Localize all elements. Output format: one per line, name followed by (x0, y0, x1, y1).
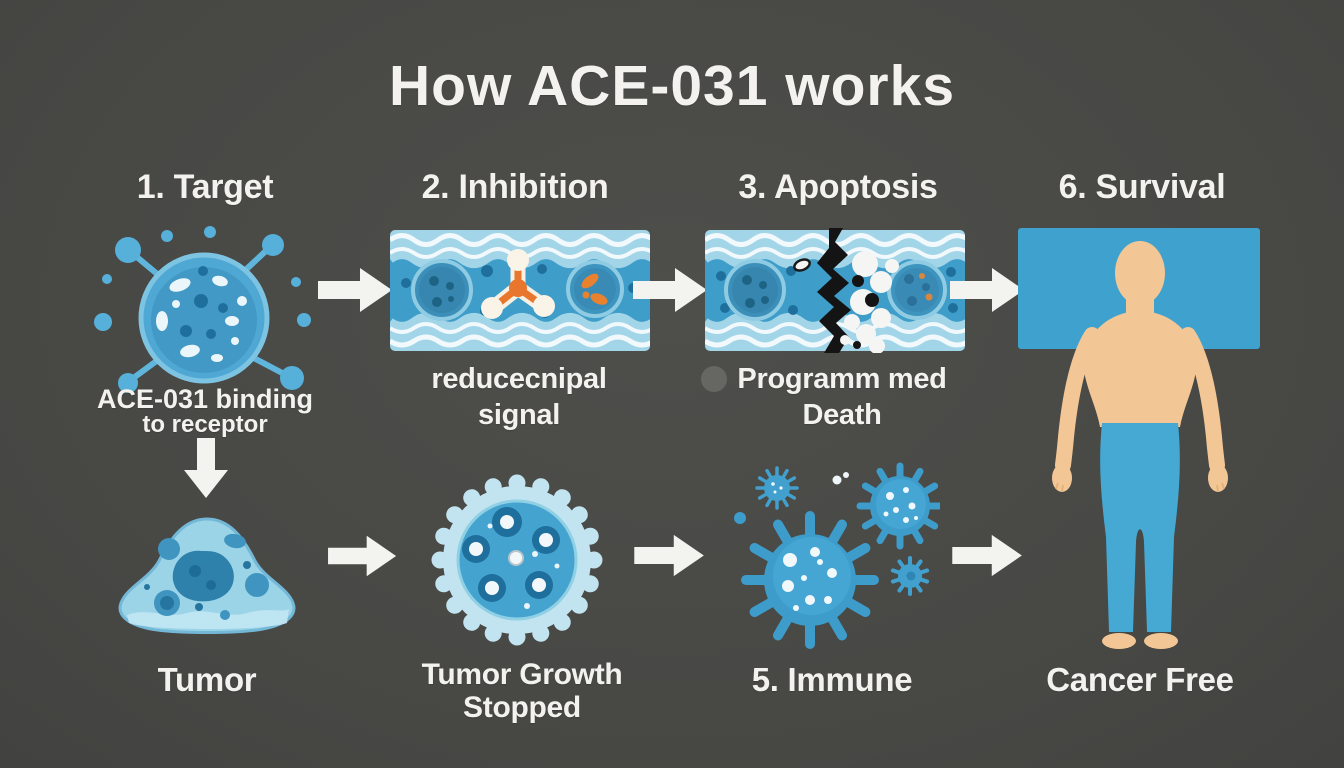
caption-tumor-growth-line1: Tumor Growth (421, 658, 623, 691)
caption-tumor: Tumor (157, 661, 257, 698)
arrow-right-icon (318, 268, 392, 312)
step-label-inhibition: 2. Inhibition (421, 168, 609, 206)
caption-to-receptor: to receptor (142, 411, 268, 438)
step-label-survival: 6. Survival (1058, 168, 1226, 206)
infographic-title: How ACE-031 works (388, 54, 956, 118)
human-figure-icon (1052, 241, 1228, 649)
arrow-right-icon (633, 268, 707, 312)
arrow-down-icon (184, 438, 228, 498)
faint-dot (701, 366, 727, 392)
tumor-growth-stopped-icon (431, 474, 603, 646)
step-label-apoptosis: 3. Apoptosis (738, 168, 938, 206)
arrow-right-icon (952, 534, 1022, 577)
vessel-inhibition-icon (390, 230, 650, 351)
arrow-right-icon (328, 535, 397, 577)
receptor-cell-icon (94, 226, 311, 393)
caption-tumor-growth-line2: Stopped (463, 691, 581, 724)
caption-ace-binding: ACE-031 binding (96, 384, 314, 414)
vessel-apoptosis-icon (705, 228, 965, 353)
caption-reduced-signal-line1: reducecnipal (431, 363, 607, 395)
immune-cells-icon (734, 462, 940, 658)
caption-programmed-death-line2: Death (802, 399, 882, 431)
caption-cancer-free: Cancer Free (1046, 661, 1234, 698)
tumor-blob-icon (118, 517, 296, 634)
label-immune: 5. Immune (751, 661, 913, 698)
step-label-target: 1. Target (136, 168, 274, 206)
caption-programmed-death-line1: Programm med (737, 363, 947, 395)
caption-reduced-signal-line2: signal (478, 399, 560, 431)
arrow-right-icon (950, 268, 1024, 312)
arrow-right-icon (634, 534, 704, 577)
